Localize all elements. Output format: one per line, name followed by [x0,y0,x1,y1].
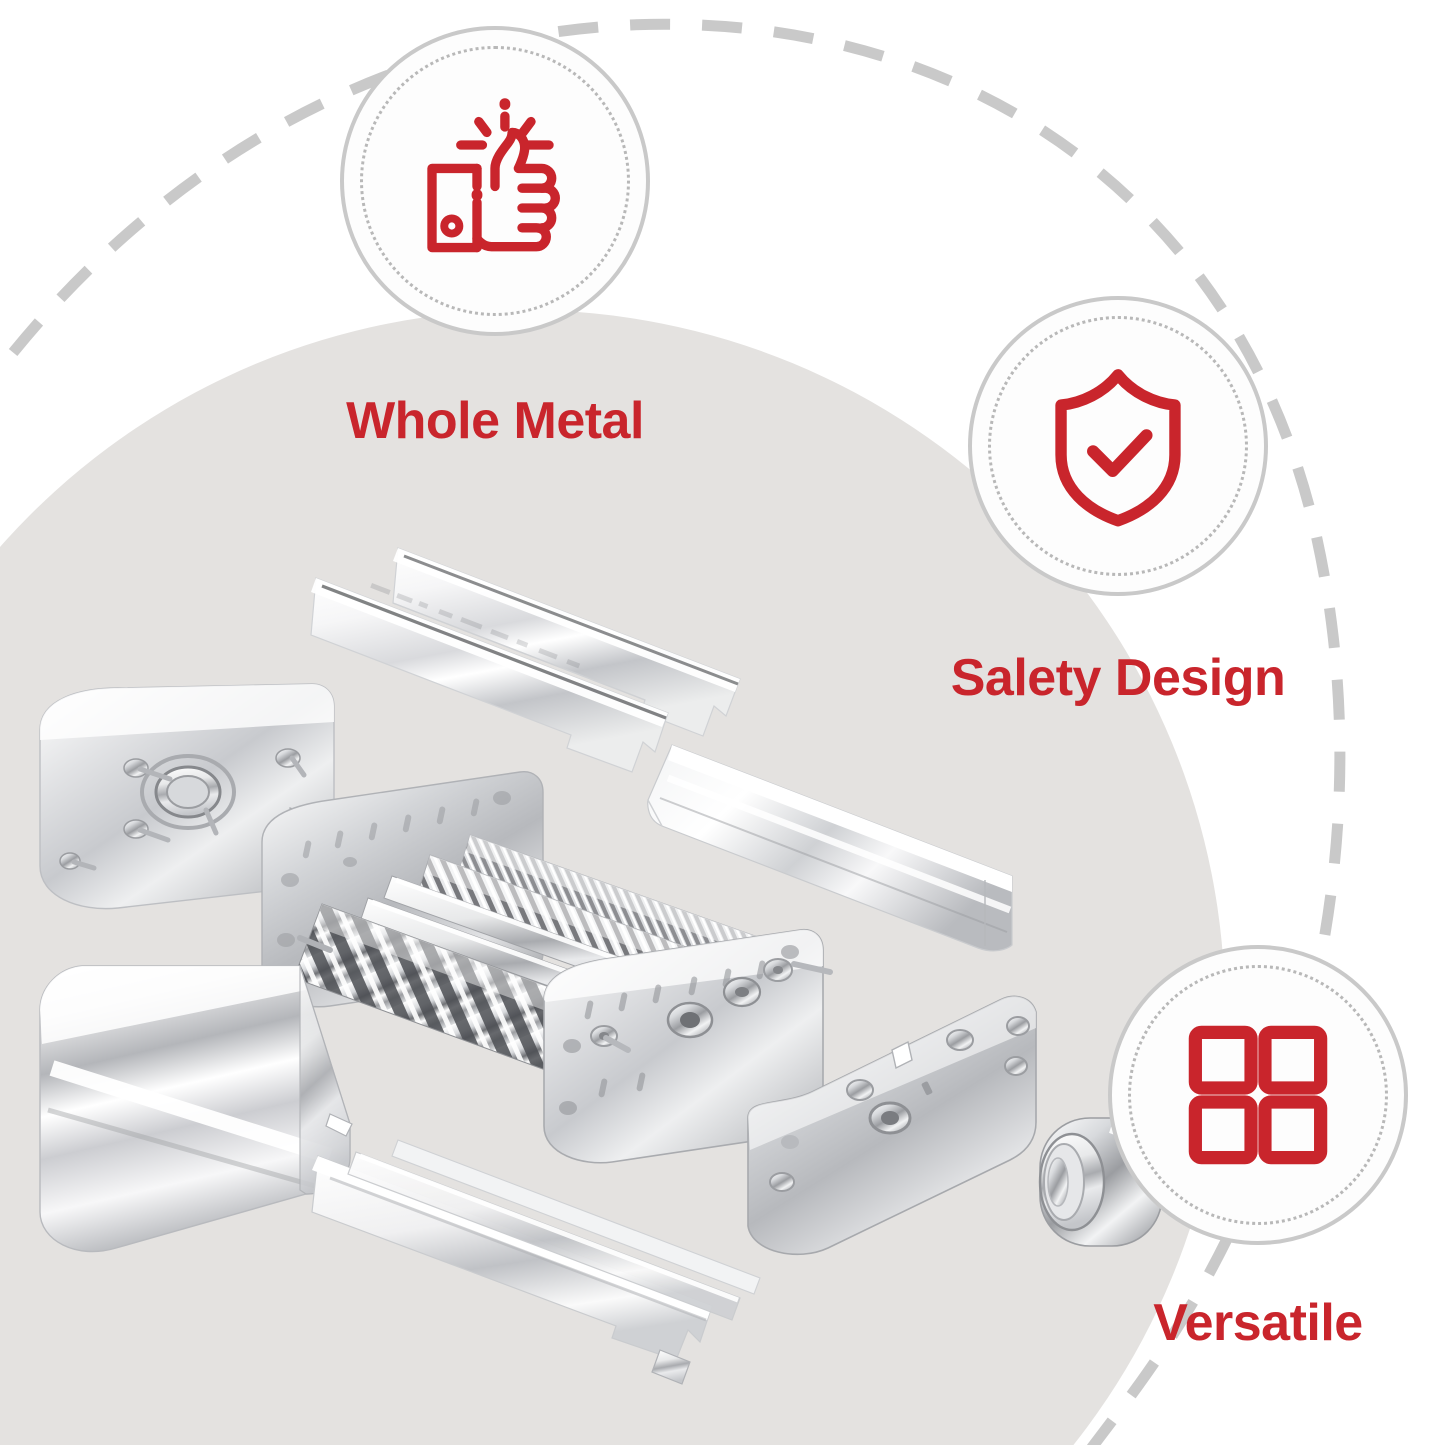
part-top-cover-strip [392,547,741,737]
feature-label-safety-design: Salety Design [950,649,1286,707]
embossed-marking [370,582,581,669]
part-right-end-plate [747,995,1037,1256]
feature-badge-circle-whole-metal [340,26,650,336]
front-plate-bosses [590,958,793,1047]
part-lower-housing-shell [39,965,353,1253]
front-plate-vents [559,945,799,1115]
four-squares-grid-icon [1188,1025,1328,1165]
back-plate-vents [277,791,511,947]
feature-badge-circle-versatile [1108,945,1408,1245]
right-plate-screws [769,1016,1030,1192]
feature-badge-circle-safety-design [968,296,1268,596]
front-plate-pins [603,961,833,1053]
part-upper-channel-guard [647,744,1013,952]
feature-label-versatile: Versatile [1153,1294,1363,1352]
feature-label-whole-metal: Whole Metal [346,392,644,450]
part-left-end-plate [39,683,335,910]
part-cutter-roller-core [261,771,833,1164]
thumbs-up-icon [427,98,560,253]
dotted-ring [360,46,630,316]
dashed-guide-arc [0,18,1346,1445]
shield-check-icon [1055,369,1181,527]
dotted-ring [1128,965,1388,1225]
part-bottom-rail-strips [311,1139,761,1385]
left-plate-pins [71,755,307,871]
part-embossed-cover-strip [310,577,669,773]
dotted-ring [988,316,1248,576]
